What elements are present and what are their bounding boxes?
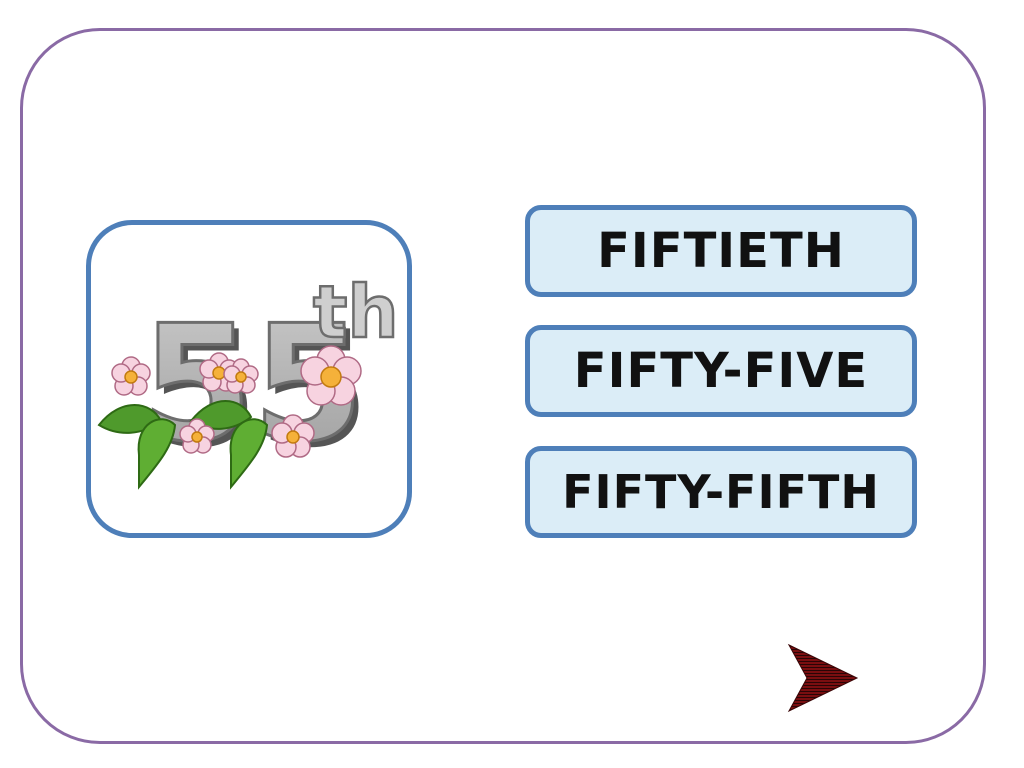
next-button[interactable]: [787, 643, 859, 713]
answer-option-2[interactable]: FIFTY-FIVE: [525, 325, 917, 417]
answer-option-1[interactable]: FIFTIETH: [525, 205, 917, 297]
answer-option-label: FIFTY-FIVE: [573, 343, 869, 399]
next-arrow-icon: [787, 643, 859, 713]
number-picture-card: 55 55 th: [86, 220, 412, 538]
flower-icon: [111, 345, 362, 458]
answer-option-label: FIFTIETH: [597, 223, 845, 279]
leaf-icon: [97, 400, 269, 490]
answer-option-label: FIFTY-FIFTH: [562, 465, 880, 519]
number-55th-flowers-icon: 55 55 th: [97, 269, 400, 490]
ordinal-suffix: th: [313, 270, 399, 354]
answer-option-3[interactable]: FIFTY-FIFTH: [525, 446, 917, 538]
